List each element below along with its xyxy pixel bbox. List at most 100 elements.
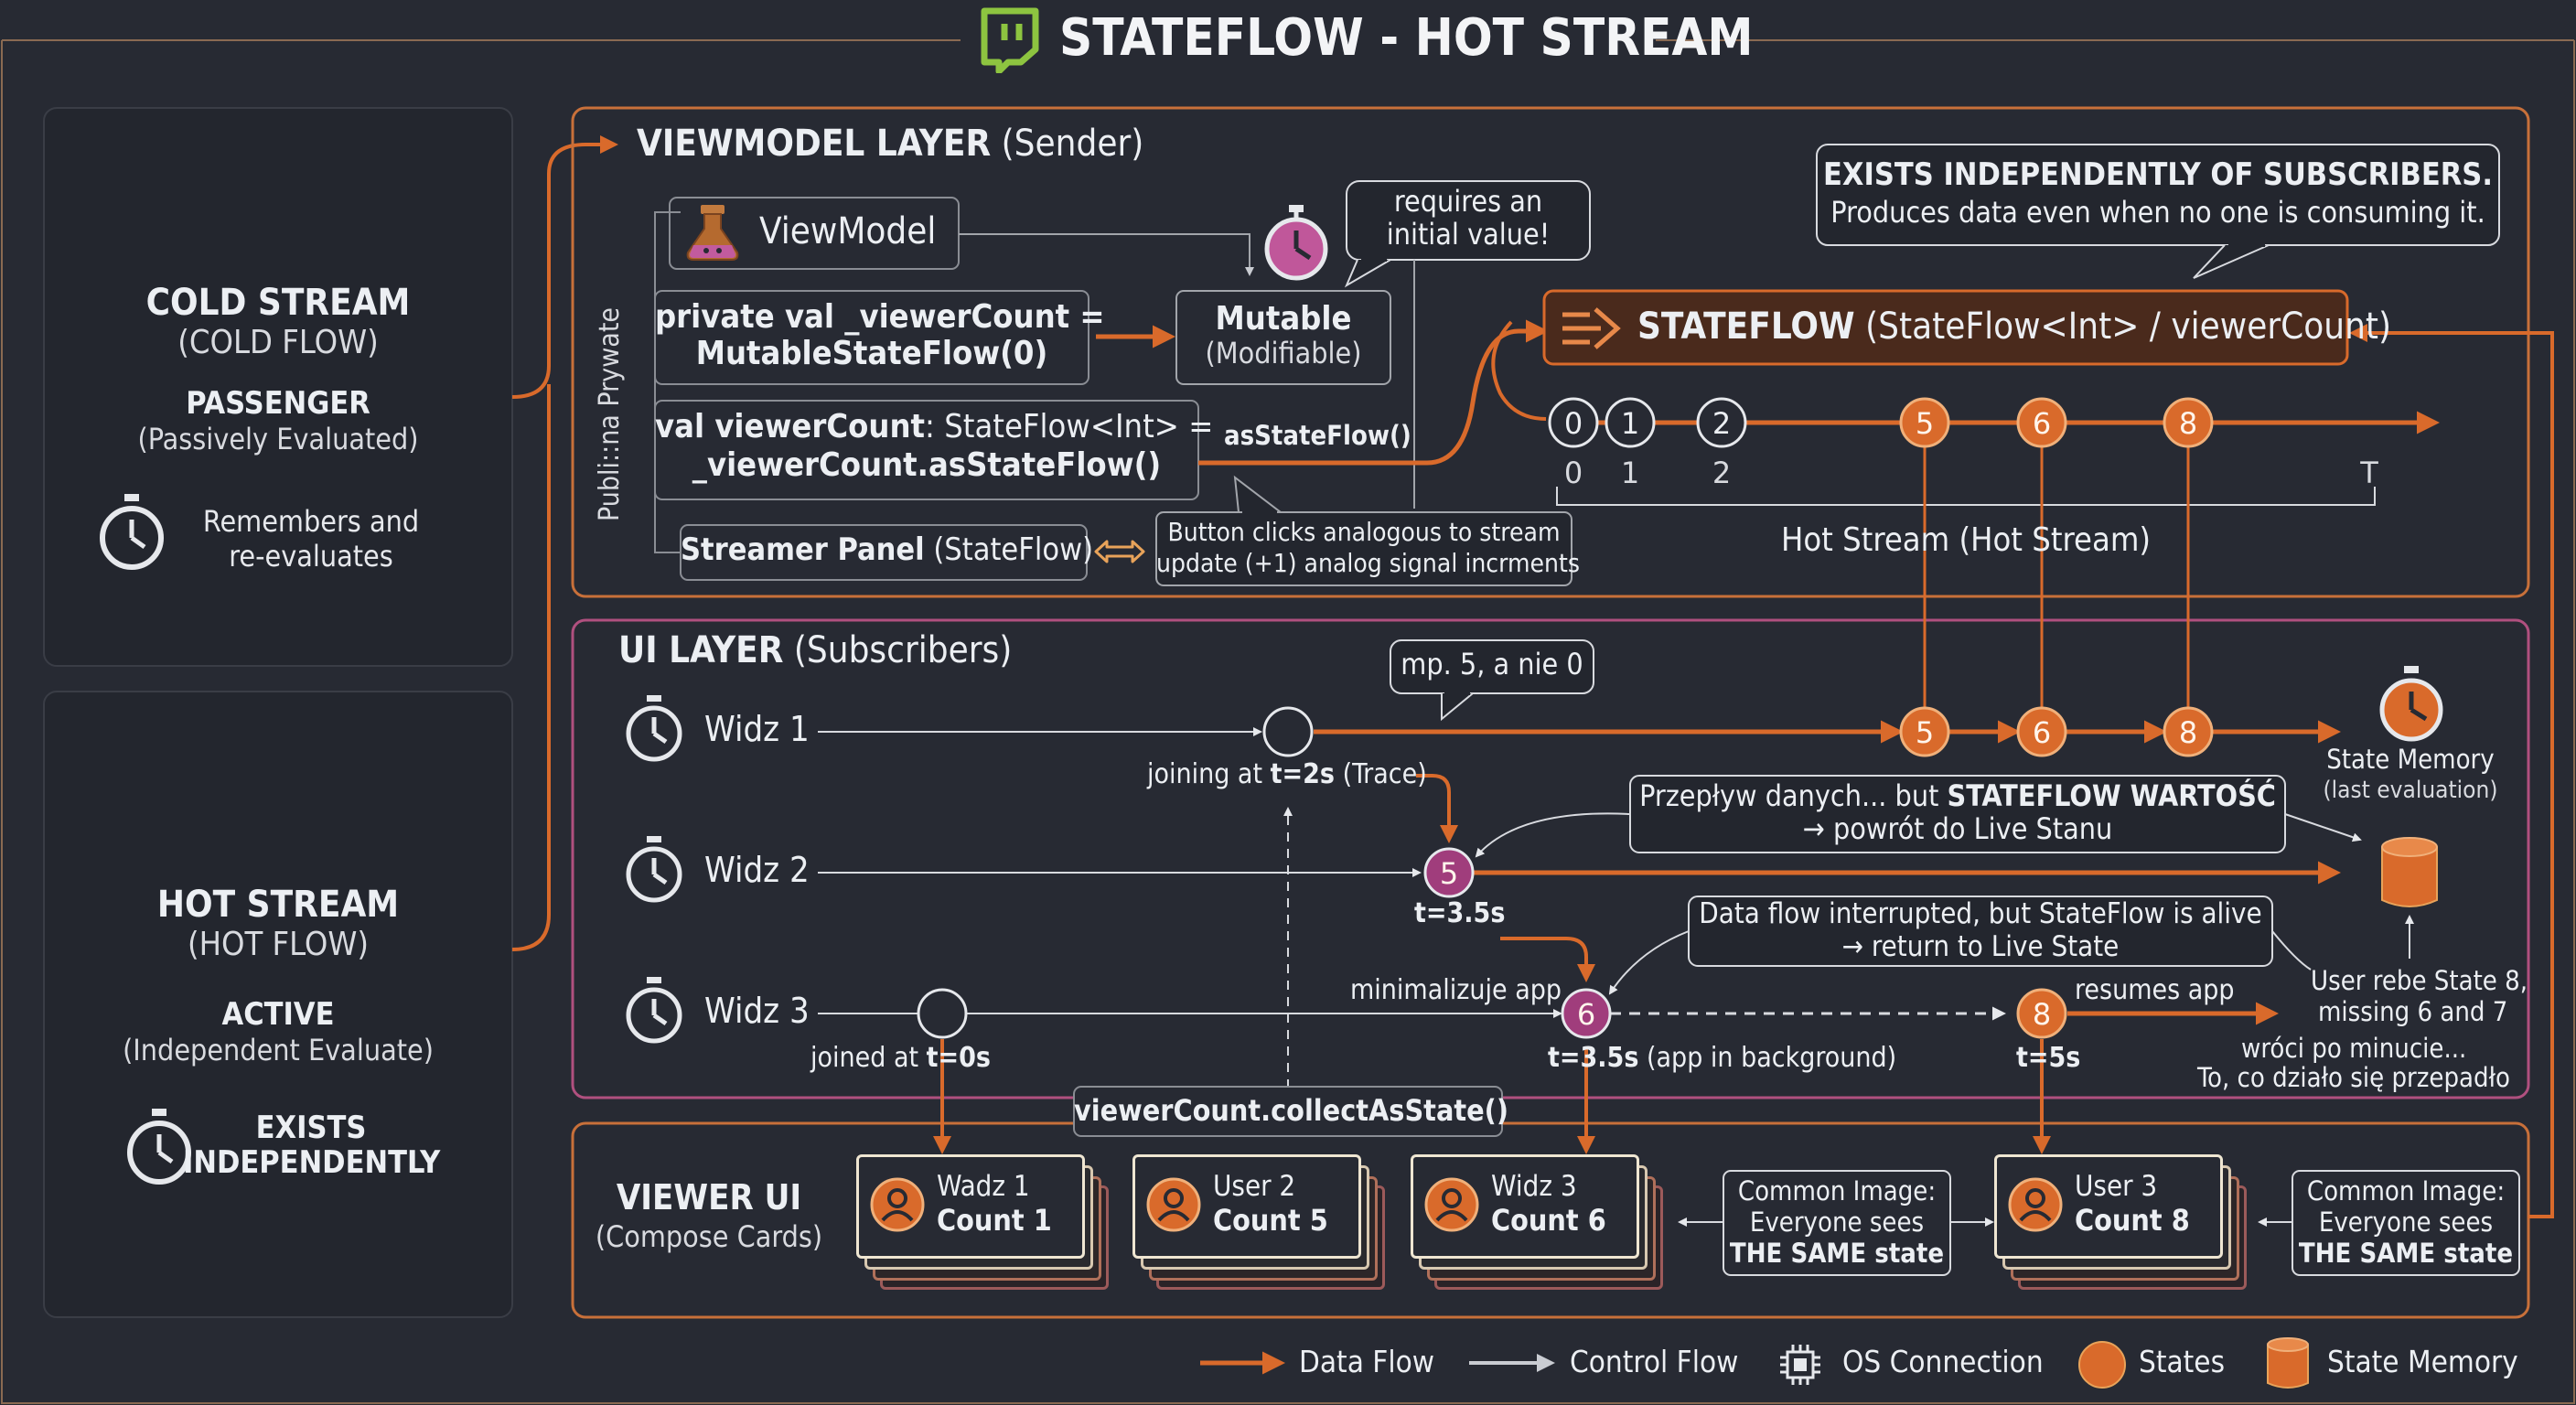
cold-mode-desc: (Passively Evaluated) [137, 422, 419, 456]
axis-tick-label: 2 [1712, 456, 1731, 490]
stopwatch-icon [100, 494, 164, 570]
ui-layer-frame [571, 618, 2530, 1099]
card-name: User 2 [1213, 1170, 1296, 1203]
as-state-flow-label: asStateFlow() [1224, 420, 1411, 451]
common-image-2-line2: Everyone sees [2318, 1207, 2494, 1238]
state-memory-cylinder-icon [2381, 837, 2438, 907]
t35-label: t=3.5s [1414, 897, 1506, 929]
legend-os-connection: OS Connection [1842, 1344, 2044, 1379]
legend-data-flow: Data Flow [1299, 1344, 1435, 1379]
t5-label: t=5s [2016, 1042, 2081, 1074]
avatar-icon [870, 1177, 925, 1232]
viewer-stopwatch-icon [626, 977, 682, 1044]
exists-line2: Produces data even when no one is consum… [1830, 195, 2485, 230]
user-rebe-line2: missing 6 and 7 [2318, 996, 2508, 1027]
initial-value-bubble [1346, 180, 1591, 261]
stream-lines-icon [1562, 307, 1621, 349]
viewmodel-label: ViewModel [759, 210, 937, 252]
mp-note: mp. 5, a nie 0 [1401, 647, 1583, 681]
minimalizuje-label: minimalizuje app [1350, 974, 1562, 1006]
mutable-subtitle: (Modifiable) [1205, 336, 1362, 370]
ui-layer-title: UI LAYER (Subscribers) [618, 629, 1013, 671]
card-count: Count 6 [1491, 1203, 1606, 1238]
interrupted-line1: Data flow interrupted, but StateFlow is … [1699, 897, 2262, 930]
wroci-line2: To, co działo się przepadło [2197, 1062, 2510, 1093]
hot-mode-desc: (Independent Evaluate) [123, 1033, 434, 1067]
widz2-state [1423, 847, 1475, 898]
card-name: User 3 [2075, 1170, 2158, 1203]
state-circle-icon [2078, 1341, 2126, 1389]
hot-stream-state-6 [2016, 397, 2067, 448]
legend-states: States [2139, 1344, 2226, 1379]
user-rebe-line1: User rebe State 8, [2311, 965, 2528, 996]
button-note-line2: update (+1) analog signal incrments [1156, 548, 1581, 578]
viewer-label: Widz 3 [704, 991, 810, 1031]
common-image-2-line3: THE SAME state [2298, 1238, 2514, 1269]
widz3-state [1561, 988, 1612, 1039]
streamer-panel-label: Streamer Panel (StateFlow) [681, 531, 1094, 568]
widz1-join-point [1262, 706, 1314, 757]
hot-stream-state-5 [1899, 397, 1950, 448]
widz1-state-label: 6 [2033, 715, 2051, 750]
joining-t2-label: joining at t=2s (Trace) [1147, 758, 1427, 790]
avatar-icon [2008, 1177, 2063, 1232]
viewer-stopwatch-icon [626, 695, 682, 762]
public-line2: _viewerCount.asStateFlow() [692, 446, 1162, 484]
button-note-line1: Button clicks analogous to stream [1167, 517, 1561, 547]
joined-t0-label: joined at t=0s [810, 1042, 991, 1074]
hot-mode: ACTIVE [221, 996, 335, 1033]
hot-stream-state-1 [1605, 397, 1656, 448]
bidirectional-arrow-icon[interactable] [1092, 538, 1147, 565]
cold-bracket [511, 135, 618, 399]
hot-stream-state-8 [2163, 397, 2214, 448]
card-name: Widz 3 [1491, 1170, 1577, 1203]
state-memory-label: State Memory [2326, 744, 2495, 775]
page-title: STATEFLOW - HOT STREAM [1059, 8, 1754, 68]
stopwatch-orange-icon [2379, 666, 2443, 742]
hot-title: HOT STREAM [156, 884, 400, 926]
legend-state-memory: State Memory [2327, 1344, 2518, 1379]
viewmodel-layer-frame [571, 106, 2530, 598]
viewer-ui-title: VIEWER UI [616, 1177, 802, 1217]
stopwatch-icon [127, 1109, 191, 1185]
hot-stream-state-label: 6 [2033, 406, 2051, 441]
przeplyw-line2: → powrót do Live Stanu [1802, 811, 2113, 846]
initial-value-line1: requires an [1393, 184, 1543, 219]
hot-stream-state-label: 0 [1564, 406, 1583, 441]
cold-note-line2: re-evaluates [229, 539, 393, 574]
cold-mode: PASSENGER [186, 385, 370, 422]
wroci-line1: wróci po minucie... [2241, 1033, 2467, 1064]
viewer-stopwatch-icon [626, 836, 682, 903]
cold-note-line1: Remembers and [202, 504, 420, 539]
stateflow-label: STATEFLOW (StateFlow<Int> / viewerCount) [1637, 306, 2392, 348]
widz3-state [2016, 988, 2067, 1039]
t35-background-label: t=3.5s (app in background) [1548, 1042, 1897, 1074]
cold-title: COLD STREAM [145, 282, 411, 324]
avatar-icon [1424, 1177, 1479, 1232]
interrupted-line2: → return to Live State [1841, 930, 2120, 963]
stopwatch-pink-icon [1264, 205, 1328, 281]
hot-subtitle: (HOT FLOW) [187, 926, 370, 963]
widz1-state-label: 5 [1916, 715, 1934, 750]
mutable-title: Mutable [1215, 300, 1352, 338]
collect-box [1073, 1086, 1503, 1137]
stateflow-bar [1542, 289, 2349, 366]
private-line1: private val _viewerCount = [655, 298, 1105, 336]
widz1-state-label: 8 [2179, 715, 2197, 750]
mutable-box [1175, 290, 1391, 385]
potion-flask-icon [686, 205, 739, 261]
exists-bubble [1816, 144, 2500, 246]
hot-stream-state-2 [1696, 397, 1747, 448]
hot-stream-state-label: 8 [2179, 406, 2197, 441]
viewer-ui-subtitle: (Compose Cards) [595, 1219, 823, 1254]
widz3-join-point [917, 988, 968, 1039]
legend-control-flow: Control Flow [1570, 1344, 1739, 1379]
card-name: Wadz 1 [937, 1170, 1030, 1203]
common-image-2-line1: Common Image: [2306, 1175, 2506, 1207]
